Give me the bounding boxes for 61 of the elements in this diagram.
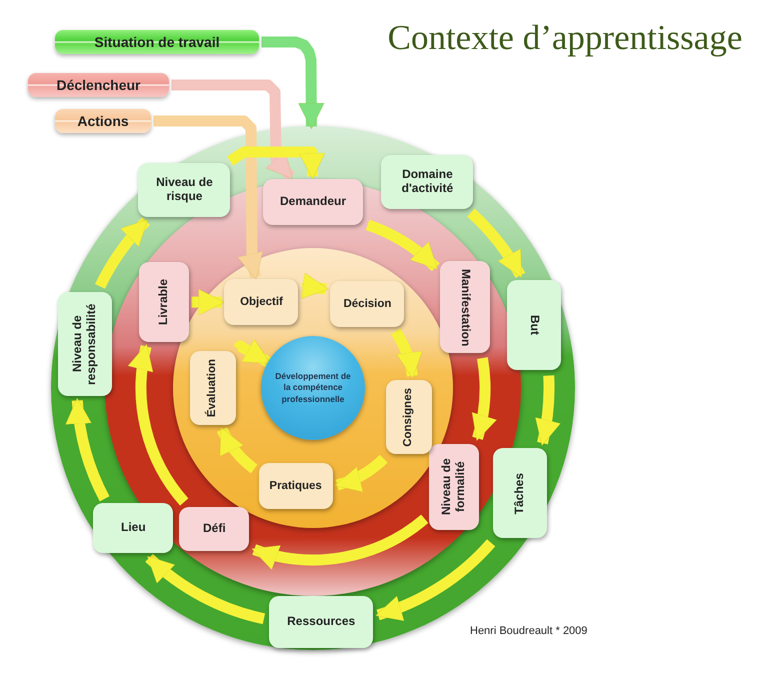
arrow	[366, 220, 440, 272]
step-card	[386, 380, 432, 454]
step-card	[93, 503, 174, 554]
credit-text: Henri Boudreault * 2009	[470, 625, 588, 637]
step-card	[138, 163, 230, 218]
step-card	[179, 506, 250, 551]
arrow	[172, 80, 296, 181]
node-label: Demandeur	[280, 195, 346, 209]
input-bar	[28, 73, 169, 97]
arrow	[191, 288, 225, 316]
arrow	[95, 217, 150, 289]
node-label: Défi	[203, 522, 226, 536]
step-card	[190, 351, 236, 425]
step-card	[258, 463, 333, 510]
arrow	[146, 554, 266, 624]
node-label: But	[527, 314, 541, 335]
node-label: Manifestation	[458, 268, 472, 346]
node-label: Actions	[77, 113, 129, 129]
arrow	[534, 376, 560, 446]
node-label: Lieu	[120, 521, 146, 536]
arrow	[128, 343, 189, 506]
node-label: Ressources	[287, 614, 356, 629]
title: Contexte d’apprentissage	[386, 18, 744, 58]
step-card	[139, 262, 190, 342]
arrow	[227, 146, 326, 180]
node-label: Livrable	[157, 278, 171, 326]
input-bar	[55, 109, 151, 133]
node-label: Tâches	[512, 472, 527, 514]
node-label: Décision	[343, 298, 392, 311]
step-card	[330, 281, 404, 328]
arrow	[470, 357, 496, 442]
step-card	[428, 444, 479, 530]
step-card	[440, 261, 490, 354]
arrow	[375, 538, 496, 620]
node-label: Développement de la compétence professionnelle	[274, 371, 352, 405]
step-card	[224, 279, 298, 326]
node-label: Pratiques	[269, 480, 322, 494]
step-card	[492, 448, 547, 538]
center-circle	[261, 336, 365, 440]
step-card	[269, 596, 374, 648]
node-label: Évaluation	[206, 358, 220, 418]
step-card	[263, 179, 363, 225]
node-label: Niveau de risque	[155, 176, 214, 204]
arrow	[301, 273, 330, 300]
arrow	[66, 397, 110, 502]
arrow	[390, 328, 422, 379]
step-card	[507, 280, 562, 370]
arrow	[154, 116, 264, 280]
node-label: Domaine d'activité	[400, 168, 454, 196]
node-label: Objectif	[240, 296, 283, 309]
arrow	[217, 426, 258, 474]
node-label: Déclencheur	[56, 77, 141, 93]
arrow	[251, 514, 428, 570]
node-label: Consignes	[402, 388, 416, 447]
step-card	[58, 292, 112, 396]
step-card	[381, 154, 474, 209]
arrow	[234, 338, 271, 367]
arrow	[467, 208, 526, 278]
node-label: Niveau de formalité	[440, 457, 468, 517]
arrow	[334, 454, 388, 491]
node-label: Niveau de responsabilité	[71, 302, 100, 386]
